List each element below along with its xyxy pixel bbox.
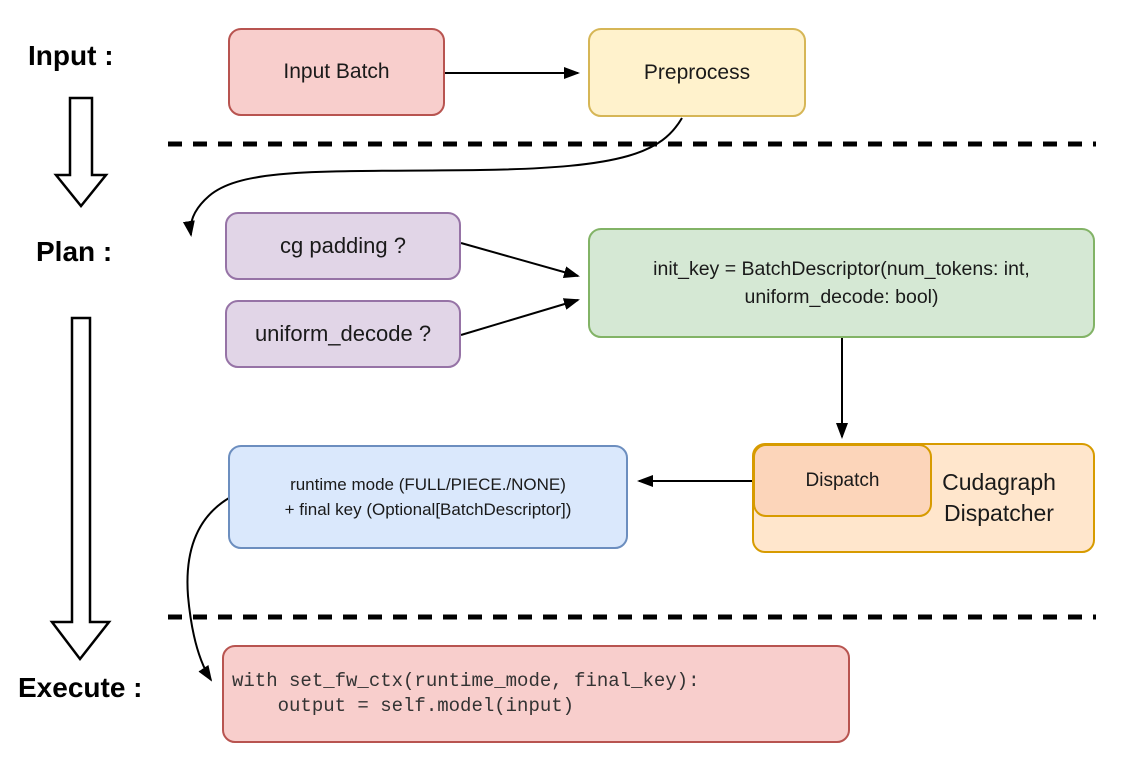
cudagraph-dispatcher-title: Cudagraph Dispatcher bbox=[919, 445, 1079, 551]
node-runtime-result-line2: + final key (Optional[BatchDescriptor]) bbox=[284, 500, 572, 519]
node-init-key: init_key = BatchDescriptor(num_tokens: i… bbox=[588, 228, 1095, 338]
arrow-preprocess-to-cgpadding bbox=[182, 117, 683, 237]
node-uniform-decode: uniform_decode ? bbox=[225, 300, 461, 368]
cudagraph-dispatcher-line2: Dispatcher bbox=[944, 500, 1054, 526]
arrow-uniformdecode-to-initkey bbox=[460, 298, 580, 336]
node-uniform-decode-label: uniform_decode ? bbox=[254, 321, 432, 346]
node-init-key-line1: init_key = BatchDescriptor(num_tokens: i… bbox=[653, 258, 1030, 280]
node-dispatch: Dispatch bbox=[753, 444, 932, 517]
execute-code-line2: output = self.model(input) bbox=[232, 695, 575, 717]
big-down-arrow-input-to-plan bbox=[53, 96, 109, 208]
arrow-runtimeresult-to-executecode bbox=[186, 497, 230, 682]
node-preprocess: Preprocess bbox=[588, 28, 806, 117]
cudagraph-dispatcher-line1: Cudagraph bbox=[942, 469, 1056, 495]
big-down-arrow-plan-to-execute bbox=[49, 316, 112, 662]
node-dispatch-label: Dispatch bbox=[805, 469, 880, 491]
stage-label-plan: Plan : bbox=[36, 236, 113, 267]
node-execute-code: with set_fw_ctx(runtime_mode, final_key)… bbox=[222, 645, 850, 743]
node-preprocess-label: Preprocess bbox=[643, 60, 751, 84]
node-init-key-line2: uniform_decode: bool) bbox=[744, 286, 939, 308]
stage-label-execute: Execute : bbox=[18, 672, 143, 703]
execute-code-line1: with set_fw_ctx(runtime_mode, final_key)… bbox=[232, 670, 700, 692]
node-input-batch-label: Input Batch bbox=[283, 60, 390, 83]
node-cg-padding: cg padding ? bbox=[225, 212, 461, 280]
node-input-batch: Input Batch bbox=[228, 28, 445, 116]
node-runtime-result-line1: runtime mode (FULL/PIECE./NONE) bbox=[290, 475, 566, 494]
node-cg-padding-label: cg padding ? bbox=[280, 233, 406, 258]
node-runtime-result: runtime mode (FULL/PIECE./NONE) + final … bbox=[228, 445, 628, 549]
stage-label-input: Input : bbox=[28, 40, 114, 71]
arrow-cgpadding-to-initkey bbox=[460, 242, 580, 278]
